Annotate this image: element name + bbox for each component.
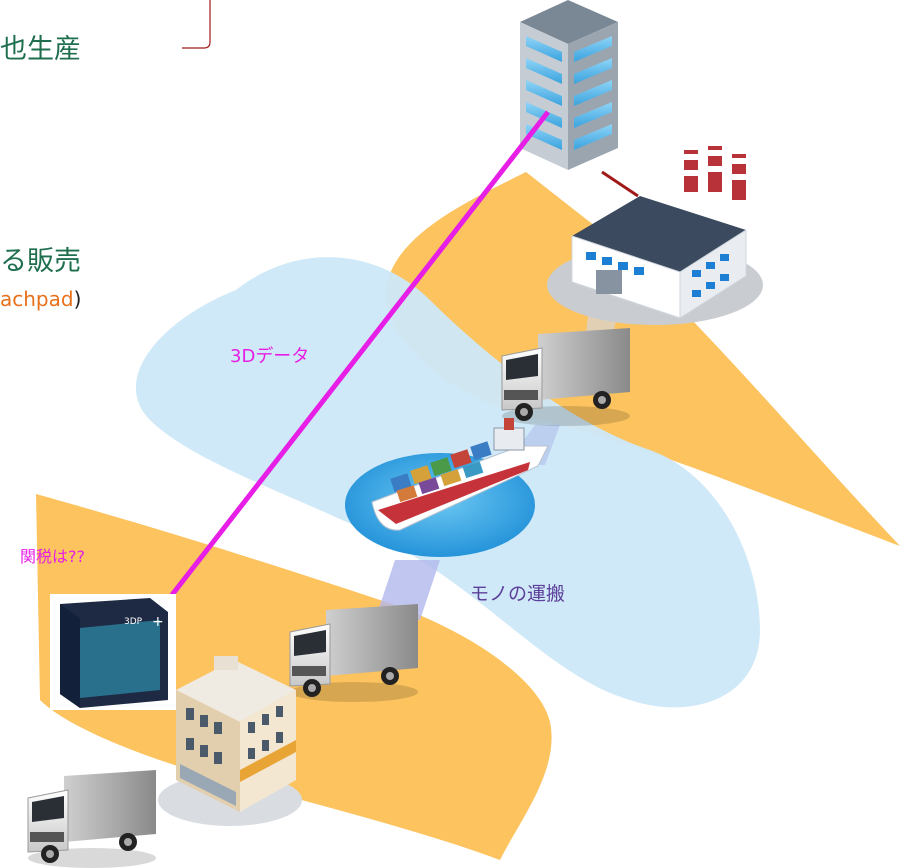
flow-trail-ship-down xyxy=(375,560,440,620)
3d-printer-icon: 3DP + xyxy=(50,594,176,710)
truck-icon xyxy=(27,770,156,868)
cargo-ship-icon xyxy=(345,418,549,557)
heading-top: 也生産 xyxy=(0,34,81,65)
office-building-icon xyxy=(520,0,618,170)
subheading-paren: ) xyxy=(74,287,82,311)
data-transfer-line xyxy=(166,110,550,602)
truck-icon xyxy=(501,328,630,426)
retail-store-icon xyxy=(158,656,302,826)
heading-mid: る販売 xyxy=(0,246,81,277)
header-frame-line xyxy=(182,0,211,49)
transport-label: モノの運搬 xyxy=(470,583,565,605)
data-line-label: 3Dデータ xyxy=(230,346,309,367)
truck-icon xyxy=(289,604,418,702)
tariff-label: 関税は?? xyxy=(20,547,85,566)
factory-icon xyxy=(547,146,763,325)
printer-plus-mark: + xyxy=(152,614,164,630)
office-factory-link xyxy=(601,170,639,198)
subheading-orange: achpad xyxy=(0,287,74,311)
subheading: achpad) xyxy=(0,287,81,311)
orange-zone-upper xyxy=(385,172,900,546)
printer-brand-label: 3DP xyxy=(124,617,143,627)
